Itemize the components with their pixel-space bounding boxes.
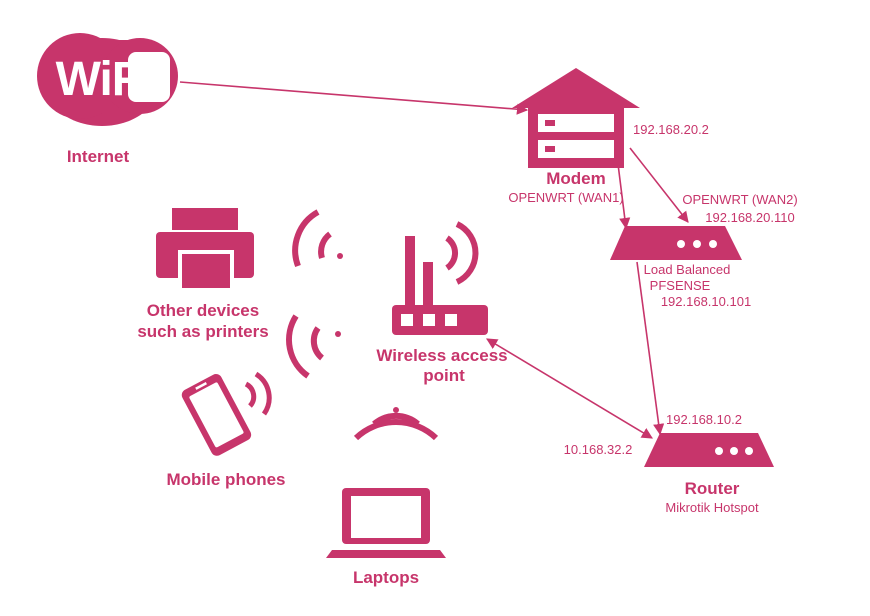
load-balancer-icon (610, 226, 742, 260)
phones-label: Mobile phones (167, 470, 286, 489)
wan2-label: OPENWRT (WAN2) (682, 192, 797, 207)
printer-wifi-waves-icon (292, 209, 343, 268)
router-ip-top: 192.168.10.2 (666, 412, 742, 427)
lb-ip: 192.168.10.101 (661, 294, 751, 309)
router-icon (644, 433, 774, 467)
router-label: Router (685, 479, 740, 498)
router-ip-left: 10.168.32.2 (564, 442, 633, 457)
modem-wan1-label: OPENWRT (WAN1) (508, 190, 623, 205)
wan2-ip: 192.168.20.110 (705, 210, 794, 225)
lb-line1: Load Balanced (644, 262, 731, 277)
router-sub: Mikrotik Hotspot (665, 500, 759, 515)
connector-modem-wan2 (629, 147, 689, 223)
connector-internet-modem (179, 81, 529, 115)
laptop-icon (326, 488, 446, 558)
wireless-access-point-icon (392, 221, 488, 335)
connector-router-ap (486, 338, 653, 439)
ap-label-line1: Wireless access (376, 346, 507, 365)
laptops-label: Laptops (353, 568, 419, 587)
printers-label-line1: Other devices (147, 301, 259, 320)
modem-ip: 192.168.20.2 (633, 122, 709, 137)
internet-label: Internet (67, 147, 130, 166)
lb-line2: PFSENSE (650, 278, 711, 293)
printers-label-line2: such as printers (137, 322, 268, 341)
laptop-wifi-waves-icon (353, 407, 439, 441)
printer-icon (156, 208, 254, 290)
modem-house-icon (512, 68, 640, 168)
modem-label: Modem (546, 169, 606, 188)
wifi-logo-text: WiFi (56, 53, 153, 106)
ap-label-line2: point (423, 366, 465, 385)
device-wifi-waves-icon (286, 314, 341, 379)
mobile-phone-icon (181, 371, 272, 456)
wifi-logo-icon: WiFi (37, 33, 178, 126)
